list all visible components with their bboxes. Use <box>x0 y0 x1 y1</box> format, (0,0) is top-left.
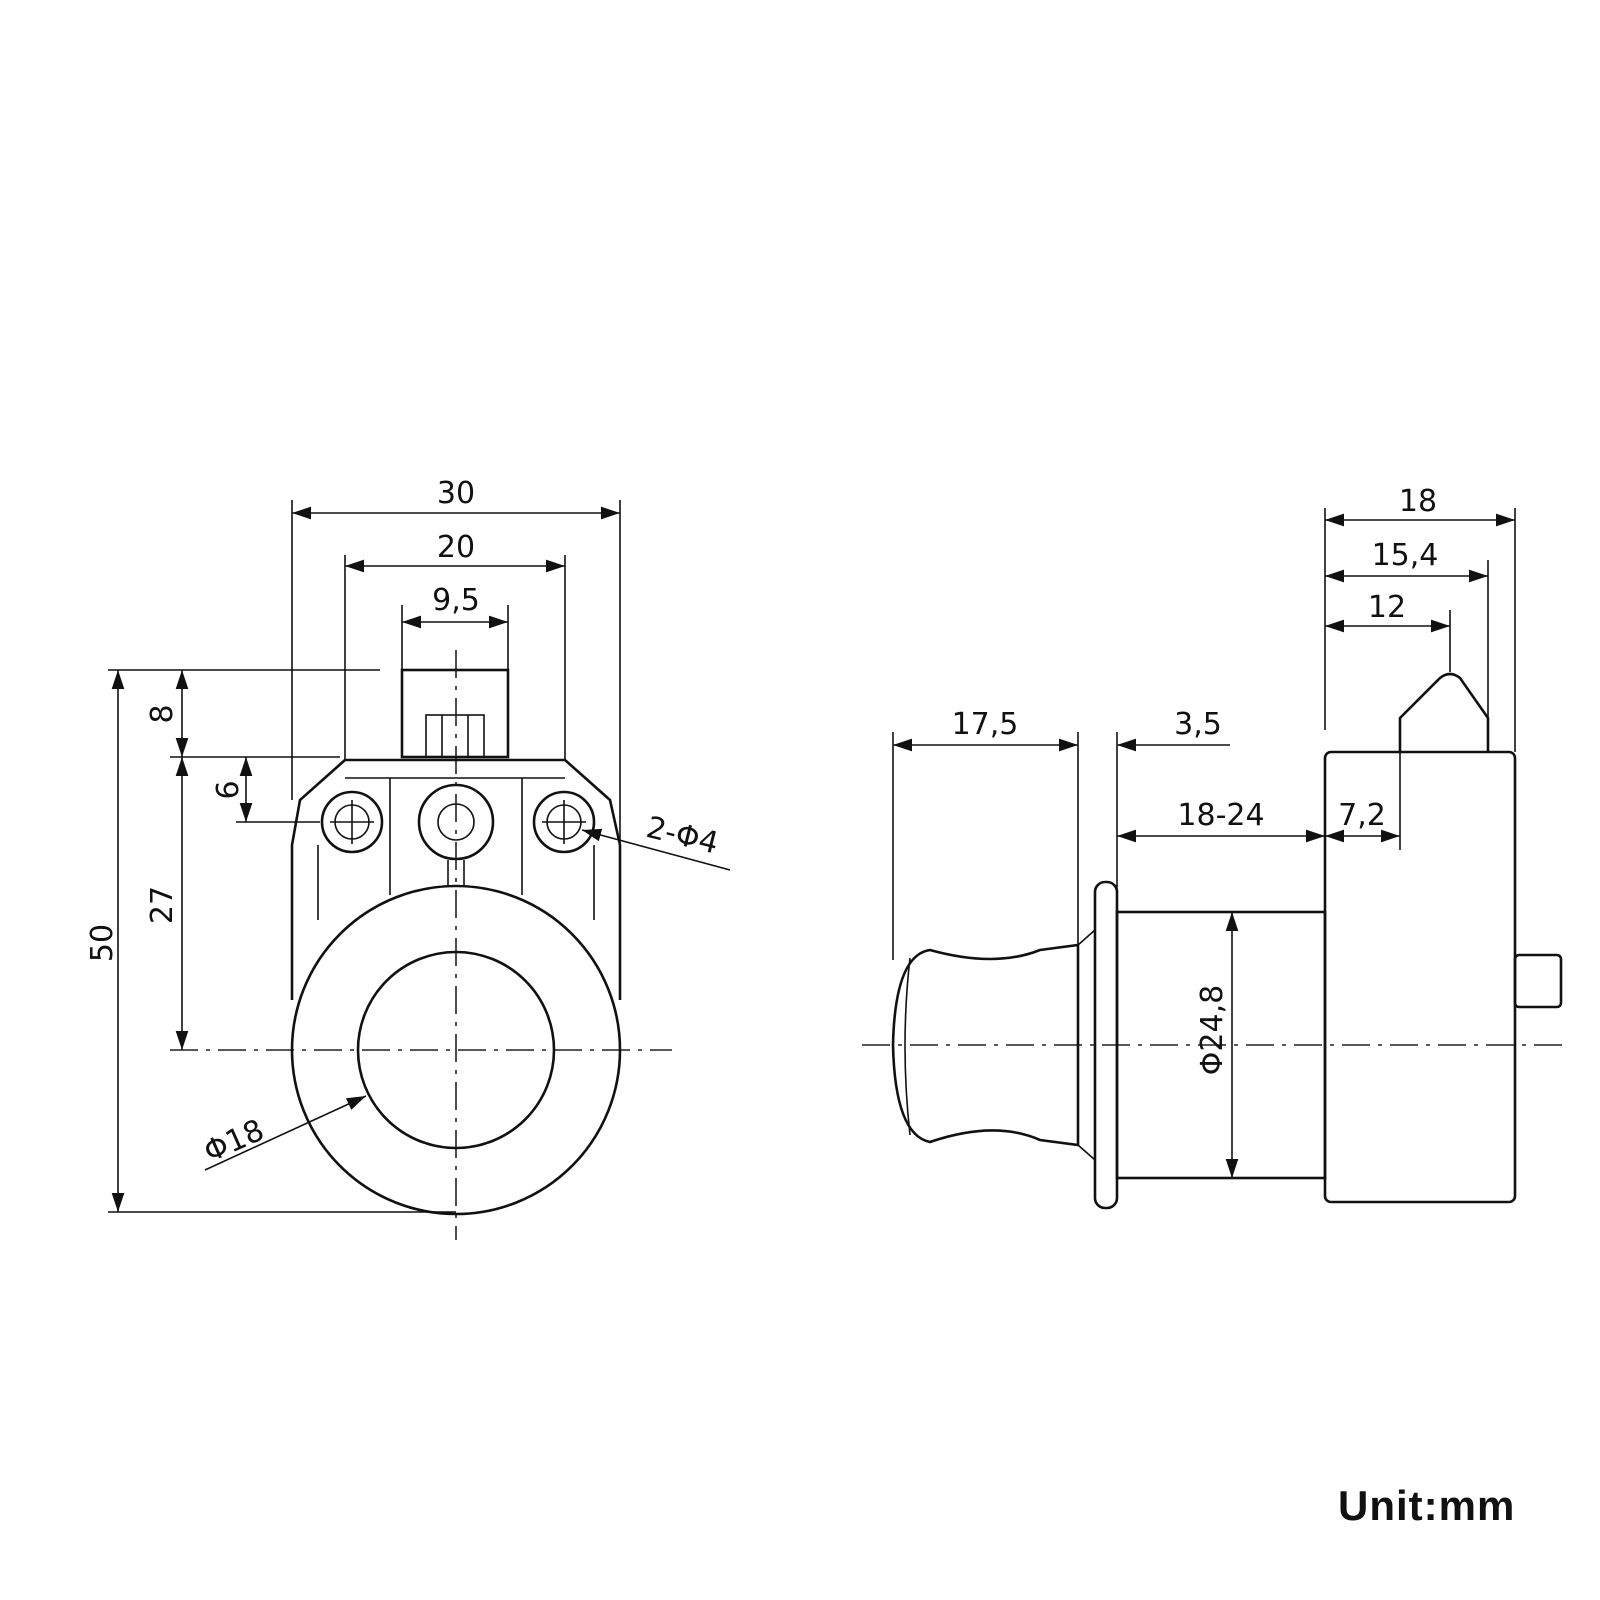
rear-pin <box>1513 953 1563 1009</box>
side-view: 18 15,4 12 17,5 3,5 18-24 7,2 Φ24,8 <box>862 484 1563 1210</box>
dim-mount-holes: 2-Φ4 <box>643 810 722 862</box>
dim-bore-diameter: Φ18 <box>199 1113 270 1170</box>
top-tab <box>400 668 510 759</box>
front-view: 30 20 9,5 50 8 27 6 Φ18 2-Φ4 <box>85 476 731 1240</box>
mount-hole-center <box>417 783 495 861</box>
dim-12: 12 <box>1368 590 1406 625</box>
bore-circle <box>356 950 556 1150</box>
latch-bolt <box>1398 672 1490 752</box>
dim-7-2: 7,2 <box>1338 798 1386 833</box>
dim-18-24: 18-24 <box>1177 798 1264 833</box>
dim-3-5: 3,5 <box>1174 707 1222 742</box>
dim-18: 18 <box>1399 484 1437 519</box>
outer-ring <box>290 884 622 1216</box>
unit-label: Unit:mm <box>1338 1482 1516 1529</box>
push-knob <box>891 943 1080 1147</box>
dim-50: 50 <box>85 924 120 962</box>
dim-15-4: 15,4 <box>1372 538 1439 573</box>
dim-17-5: 17,5 <box>952 707 1019 742</box>
mount-hole-left <box>320 790 384 854</box>
dim-body-diameter: Φ24,8 <box>1195 985 1230 1075</box>
mount-hole-right <box>532 790 596 854</box>
dim-9-5: 9,5 <box>432 583 480 618</box>
dim-20: 20 <box>437 530 475 565</box>
dim-8: 8 <box>145 704 180 723</box>
dim-27: 27 <box>145 886 180 924</box>
dim-6: 6 <box>211 780 246 799</box>
tab-inner-slot <box>425 714 485 758</box>
dim-30: 30 <box>437 476 475 511</box>
